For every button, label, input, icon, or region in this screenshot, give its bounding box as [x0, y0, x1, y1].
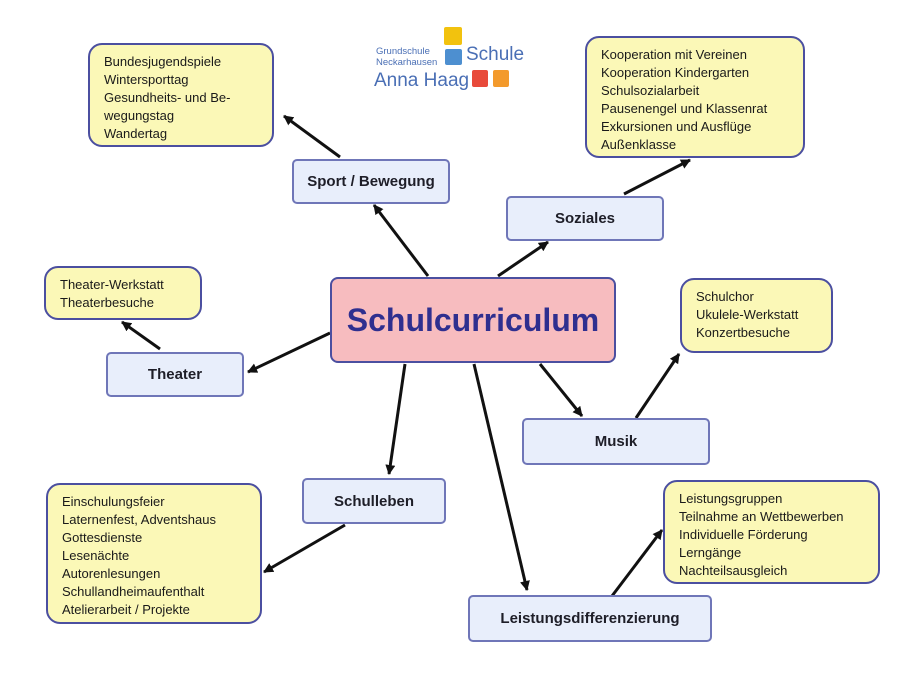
- music-note-icon: [445, 49, 462, 65]
- arrow-schulleben-to-note: [263, 523, 346, 574]
- arrow-center-to-leistung: [472, 363, 530, 591]
- node-leistungsdifferenzierung: Leistungsdifferenzierung: [468, 595, 712, 642]
- arrow-center-to-sport: [372, 204, 430, 277]
- list-item: Theaterbesuche: [60, 295, 154, 310]
- list-item: Exkursionen und Ausflüge: [601, 119, 752, 134]
- arrow-theater-to-note: [121, 320, 161, 351]
- node-schulleben: Schulleben: [302, 478, 446, 524]
- note-musik: Schulchor Ukulele-Werkstatt Konzertbesuc…: [680, 278, 833, 353]
- logo-line2: Neckarhausen: [376, 57, 438, 68]
- note-soziales: Kooperation mit Vereinen Kooperation Kin…: [585, 36, 805, 158]
- arrow-musik-to-note: [634, 353, 681, 419]
- arrow-center-to-musik: [538, 363, 584, 417]
- logo-school: Schule: [466, 44, 525, 65]
- center-topic: Schulcurriculum: [330, 277, 616, 363]
- list-item: Schulchor: [696, 289, 754, 304]
- list-item: Laternenfest, Adventshaus: [62, 512, 216, 527]
- list-item: Wandertag: [104, 126, 168, 141]
- note-leistungsdifferenzierung: Leistungsgruppen Teilnahme an Wettbewerb…: [663, 480, 880, 584]
- sport-icon: [493, 70, 509, 87]
- arrow-sport-to-note: [283, 114, 341, 159]
- node-theater: Theater: [106, 352, 244, 397]
- list-item: Gottesdienste: [62, 530, 143, 545]
- theater-mask-icon: [472, 70, 488, 87]
- list-item: Konzertbesuche: [696, 325, 790, 340]
- list-item: Teilnahme an Wettbewerben: [679, 509, 844, 524]
- list-item: Ukulele-Werkstatt: [696, 307, 799, 322]
- list-item: Schulsozialarbeit: [601, 83, 700, 98]
- list-item: Wintersporttag: [104, 72, 189, 87]
- node-musik: Musik: [522, 418, 710, 465]
- logo-name: Anna Haag: [374, 70, 470, 91]
- logo-line1: Grundschule: [376, 46, 430, 57]
- list-item: Individuelle Förderung: [679, 527, 808, 542]
- arrow-leistung-to-note: [610, 529, 664, 597]
- list-item: Atelierarbeit / Projekte: [62, 602, 190, 617]
- arrow-soziales-to-note: [623, 158, 691, 196]
- list-item: Bundesjugendspiele: [104, 54, 222, 69]
- list-item: Kooperation Kindergarten: [601, 65, 750, 80]
- list-item: Pausenengel und Klassenrat: [601, 101, 768, 116]
- list-item: Nachteilsausgleich: [679, 563, 788, 578]
- arrow-center-to-soziales: [497, 240, 549, 278]
- list-item: Schullandheimaufenthalt: [62, 584, 205, 599]
- node-soziales: Soziales: [506, 196, 664, 241]
- list-item: wegungstag: [104, 108, 175, 123]
- arrow-center-to-theater: [247, 331, 331, 374]
- list-item: Gesundheits- und Be-: [104, 90, 231, 105]
- note-theater: Theater-Werkstatt Theaterbesuche: [44, 266, 202, 320]
- note-sport: Bundesjugendspiele Wintersporttag Gesund…: [88, 43, 274, 147]
- list-item: Lerngänge: [679, 545, 742, 560]
- note-schulleben: Einschulungsfeier Laternenfest, Adventsh…: [46, 483, 262, 624]
- list-item: Autorenlesungen: [62, 566, 161, 581]
- list-item: Außenklasse: [601, 137, 677, 152]
- book-icon: [444, 27, 462, 45]
- list-item: Leistungsgruppen: [679, 491, 783, 506]
- list-item: Kooperation mit Vereinen: [601, 47, 747, 62]
- list-item: Einschulungsfeier: [62, 494, 165, 509]
- arrow-center-to-schulleben: [385, 363, 407, 475]
- school-logo: Grundschule Neckarhausen Schule Anna Haa…: [372, 27, 525, 91]
- node-sport-bewegung: Sport / Bewegung: [292, 159, 450, 204]
- list-item: Theater-Werkstatt: [60, 277, 164, 292]
- list-item: Lesenächte: [62, 548, 130, 563]
